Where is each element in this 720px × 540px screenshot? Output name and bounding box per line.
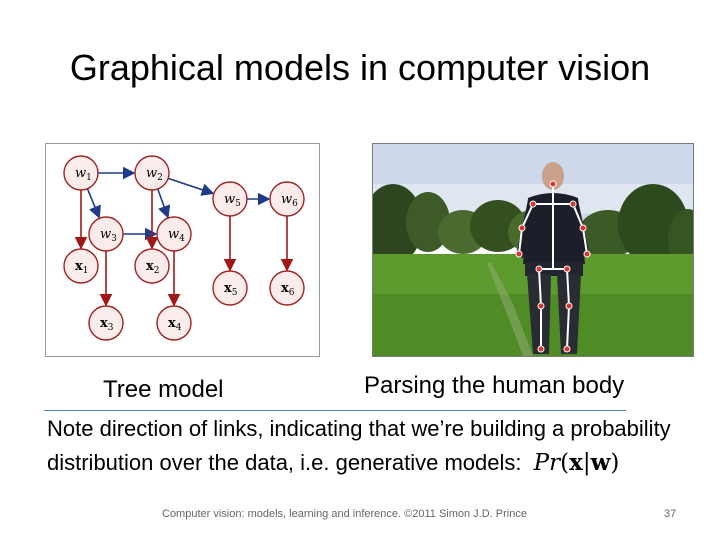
photo-illustration <box>373 144 693 356</box>
note-text: Note direction of links, indicating that… <box>47 416 671 475</box>
edge-w2-w5 <box>167 177 215 196</box>
node-x4: x4 <box>156 305 192 341</box>
node-x1: x1 <box>63 248 99 284</box>
tree-line <box>373 184 693 269</box>
path-trail <box>487 262 533 356</box>
node-w4: w4 <box>156 216 192 252</box>
footer-credit: Computer vision: models, learning and in… <box>162 508 527 520</box>
formula-x: x <box>569 449 583 476</box>
body-skeleton <box>518 184 588 350</box>
formula-open-paren: ( <box>560 450 570 476</box>
edge-w2-w4 <box>157 188 171 219</box>
body-joints <box>515 180 591 353</box>
note-paragraph: Note direction of links, indicating that… <box>47 412 677 480</box>
body-parsing-caption: Parsing the human body <box>364 372 625 399</box>
formula-w: w <box>590 449 611 476</box>
tree-model-caption: Tree model <box>103 376 224 403</box>
node-x5: x5 <box>212 270 248 306</box>
probability-formula: Pr(x|w) <box>533 449 620 476</box>
node-w1: w1 <box>63 155 99 191</box>
tree-model-diagram: w1 w2 w3 w4 w5 w6 x1 x2 x3 x4 x5 x6 <box>45 143 320 357</box>
human-body-parse-photo <box>372 143 694 357</box>
edge-w1-w3 <box>86 188 101 219</box>
node-w3: w3 <box>88 216 124 252</box>
formula-close-paren: ) <box>610 450 620 476</box>
node-x6: x6 <box>269 270 305 306</box>
node-x2: x2 <box>134 248 170 284</box>
slide-title: Graphical models in computer vision <box>69 47 651 88</box>
page-number: 37 <box>664 508 677 520</box>
node-w5: w5 <box>212 181 248 217</box>
node-x3: x3 <box>88 305 124 341</box>
tree-model-graph: w1 w2 w3 w4 w5 w6 x1 x2 x3 x4 x5 x6 <box>63 155 305 341</box>
divider-line <box>44 410 626 411</box>
formula-bar: | <box>582 450 591 476</box>
formula-pr: Pr <box>533 450 561 476</box>
node-w6: w6 <box>269 181 305 217</box>
node-w2: w2 <box>134 155 170 191</box>
